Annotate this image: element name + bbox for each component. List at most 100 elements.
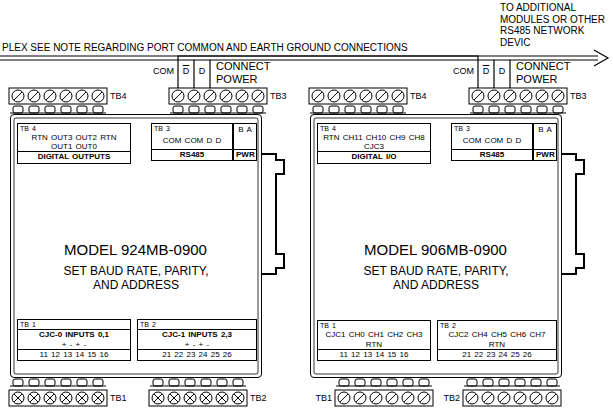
connector-tooth [483,379,493,386]
terminal-screw [216,392,228,404]
strip-heading: RS485 [152,149,232,159]
screw-slot [186,394,194,402]
cable-note: PLEX SEE NOTE REGARDING PORT COMMON AND … [2,42,408,54]
terminal-screw [338,392,350,404]
connector-tooth [473,106,483,113]
screw-slot [94,92,102,100]
terminal-screw [376,90,388,102]
terminal-screw [28,90,40,102]
screw-slot [202,394,210,402]
pin-names: + - + - [20,340,128,349]
pin-names: 21 22 23 24 25 26 [138,349,256,359]
connector-tooth [393,106,403,113]
pin-names: TB 3 [154,125,230,133]
screw-slot [14,394,22,402]
connector-tooth [201,379,211,386]
strip-heading: PWR [534,149,556,159]
pin-names: TB 2 [140,321,254,329]
connector-base [150,386,246,387]
label-strip: TB 1CJC1 CH0 CH1 CH2 CH3 RTN11 12 13 14 … [317,320,431,361]
signal-name: D [181,66,191,76]
pin-names: 11 12 13 14 15 16 [318,349,430,359]
terminal-screw [236,90,248,102]
terminal-block [463,390,561,406]
label-strip: B APWR [233,123,257,161]
setup-note: SET BAUD RATE, PARITY, AND ADDRESS [357,265,515,293]
screw-slot [362,92,370,100]
connector-tooth [61,106,71,113]
terminal-screw [92,392,104,404]
terminal-screw [44,392,56,404]
screw-slot [330,92,338,100]
terminal-screw [76,90,88,102]
signal-name: COM [448,66,474,76]
connector-tooth [339,379,349,386]
connector-tooth [537,106,547,113]
pin-names: 21 22 23 24 25 26 [438,349,556,359]
pin-names: B A [236,125,254,134]
screw-slot [340,394,348,402]
pin-names: 11 12 13 14 15 16 [18,349,130,359]
connector-base [336,386,432,387]
terminal-block: TB3 [470,88,566,104]
strip-heading: DIGITAL OUTPUTS [18,151,130,161]
screw-slot [420,394,428,402]
terminal-screw [360,90,372,102]
screw-slot [474,92,482,100]
screw-slot [94,394,102,402]
terminal-screw [344,90,356,102]
terminal-block [335,390,433,406]
terminal-screw [168,392,180,404]
connector-tooth [221,106,231,113]
pin-names: B A [536,125,554,134]
screw-slot [30,394,38,402]
screw-slot [62,394,70,402]
screw-slot [490,92,498,100]
terminal-screw [418,392,430,404]
network-wire [509,60,510,88]
terminal-screw [312,90,324,102]
connector-tooth [531,379,541,386]
screw-slot [238,92,246,100]
screw-slot [234,394,242,402]
connector-tooth [377,106,387,113]
terminal-label: TB4 [410,91,427,101]
module-housing: MODEL 906MB-0900SET BAUD RATE, PARITY, A… [310,114,562,378]
terminal-label: TB1 [110,393,127,403]
din-rail-clip [562,154,584,274]
strip-heading: RS485 [452,149,532,159]
network-cable [0,59,598,60]
connector-tooth [77,379,87,386]
connector-tooth [173,106,183,113]
pin-names: TB 3 [454,125,530,133]
terminal-screw [92,90,104,102]
din-rail-clip [276,174,277,254]
screw-slot [186,394,194,402]
connector-tooth [547,379,557,386]
connector-tooth [217,379,227,386]
screw-slot [30,92,38,100]
screw-slot [388,394,396,402]
screw-slot [78,92,86,100]
screw-slot [234,394,242,402]
terminal-screw [466,392,478,404]
terminal-block: TB3 [170,88,266,104]
connector-tooth [233,379,243,386]
power-note: CONNECT POWER [516,60,574,85]
terminal-screw [188,90,200,102]
screw-slot [78,394,86,402]
screw-slot [46,394,54,402]
label-strip: TB 3COM COM D DRS485 [151,123,233,161]
connector-tooth [355,379,365,386]
terminal-screw [232,392,244,404]
label-strip: TB 4RTN OUT3 OUT2 RTN OUT1 OUT0DIGITAL O… [17,123,131,164]
terminal-block [9,88,107,104]
terminal-screw [504,90,516,102]
pin-names: TB 4 [320,125,428,133]
connector-tooth [499,379,509,386]
pin-names: COM COM D D [454,136,530,145]
connector-tooth [189,106,199,113]
connector-tooth [387,379,397,386]
screw-slot [170,394,178,402]
terminal-block [469,88,567,104]
